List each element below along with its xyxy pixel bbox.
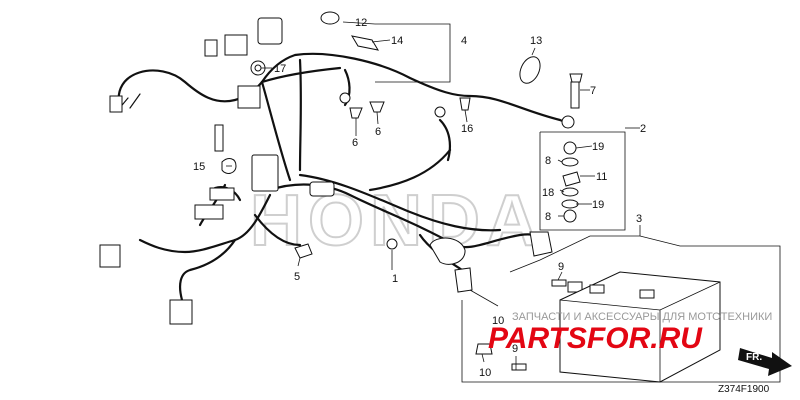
callout-9a: 9 (558, 261, 564, 273)
callout-13: 13 (530, 35, 542, 47)
callout-numbers: 1 2 3 4 5 6 6 7 8 8 9 9 10 10 11 12 13 1… (193, 17, 646, 379)
direction-label: FR. (746, 352, 762, 363)
callout-16: 16 (461, 123, 473, 135)
callout-12: 12 (355, 17, 367, 29)
callout-5: 5 (294, 271, 300, 283)
callout-19b: 19 (592, 199, 604, 211)
watermark-site: PARTSFOR.RU (488, 322, 703, 355)
callout-4: 4 (461, 35, 467, 47)
callout-11: 11 (596, 171, 607, 183)
callout-6a: 6 (352, 137, 358, 149)
callout-18: 18 (542, 187, 554, 199)
harness-connectors (99, 17, 575, 325)
callout-17: 17 (274, 63, 286, 75)
battery (559, 271, 721, 383)
watermark-subtitle: ЗАПЧАСТИ И АКСЕССУАРЫ ДЛЯ МОТОТЕХНИКИ (512, 311, 772, 323)
leader-lines (226, 21, 595, 370)
hardware-parts (221, 11, 583, 371)
callout-19a: 19 (592, 141, 604, 153)
callout-8b: 8 (545, 211, 551, 223)
callout-7: 7 (590, 85, 596, 97)
callout-6b: 6 (375, 126, 381, 138)
diagram-code: Z374F1900 (718, 384, 770, 395)
callout-8a: 8 (545, 155, 551, 167)
callout-10a: 10 (492, 315, 504, 327)
callout-3: 3 (636, 213, 642, 225)
front-direction-arrow: FR. (738, 348, 792, 376)
brand-watermark: HONDA (250, 181, 544, 261)
callout-9b: 9 (512, 343, 518, 355)
callout-14: 14 (391, 35, 403, 47)
callout-2: 2 (640, 123, 646, 135)
callout-15: 15 (193, 161, 205, 173)
group-boxes (375, 23, 781, 383)
callout-10b: 10 (479, 367, 491, 379)
callout-1: 1 (392, 273, 398, 285)
main-wire-harness (117, 52, 572, 302)
